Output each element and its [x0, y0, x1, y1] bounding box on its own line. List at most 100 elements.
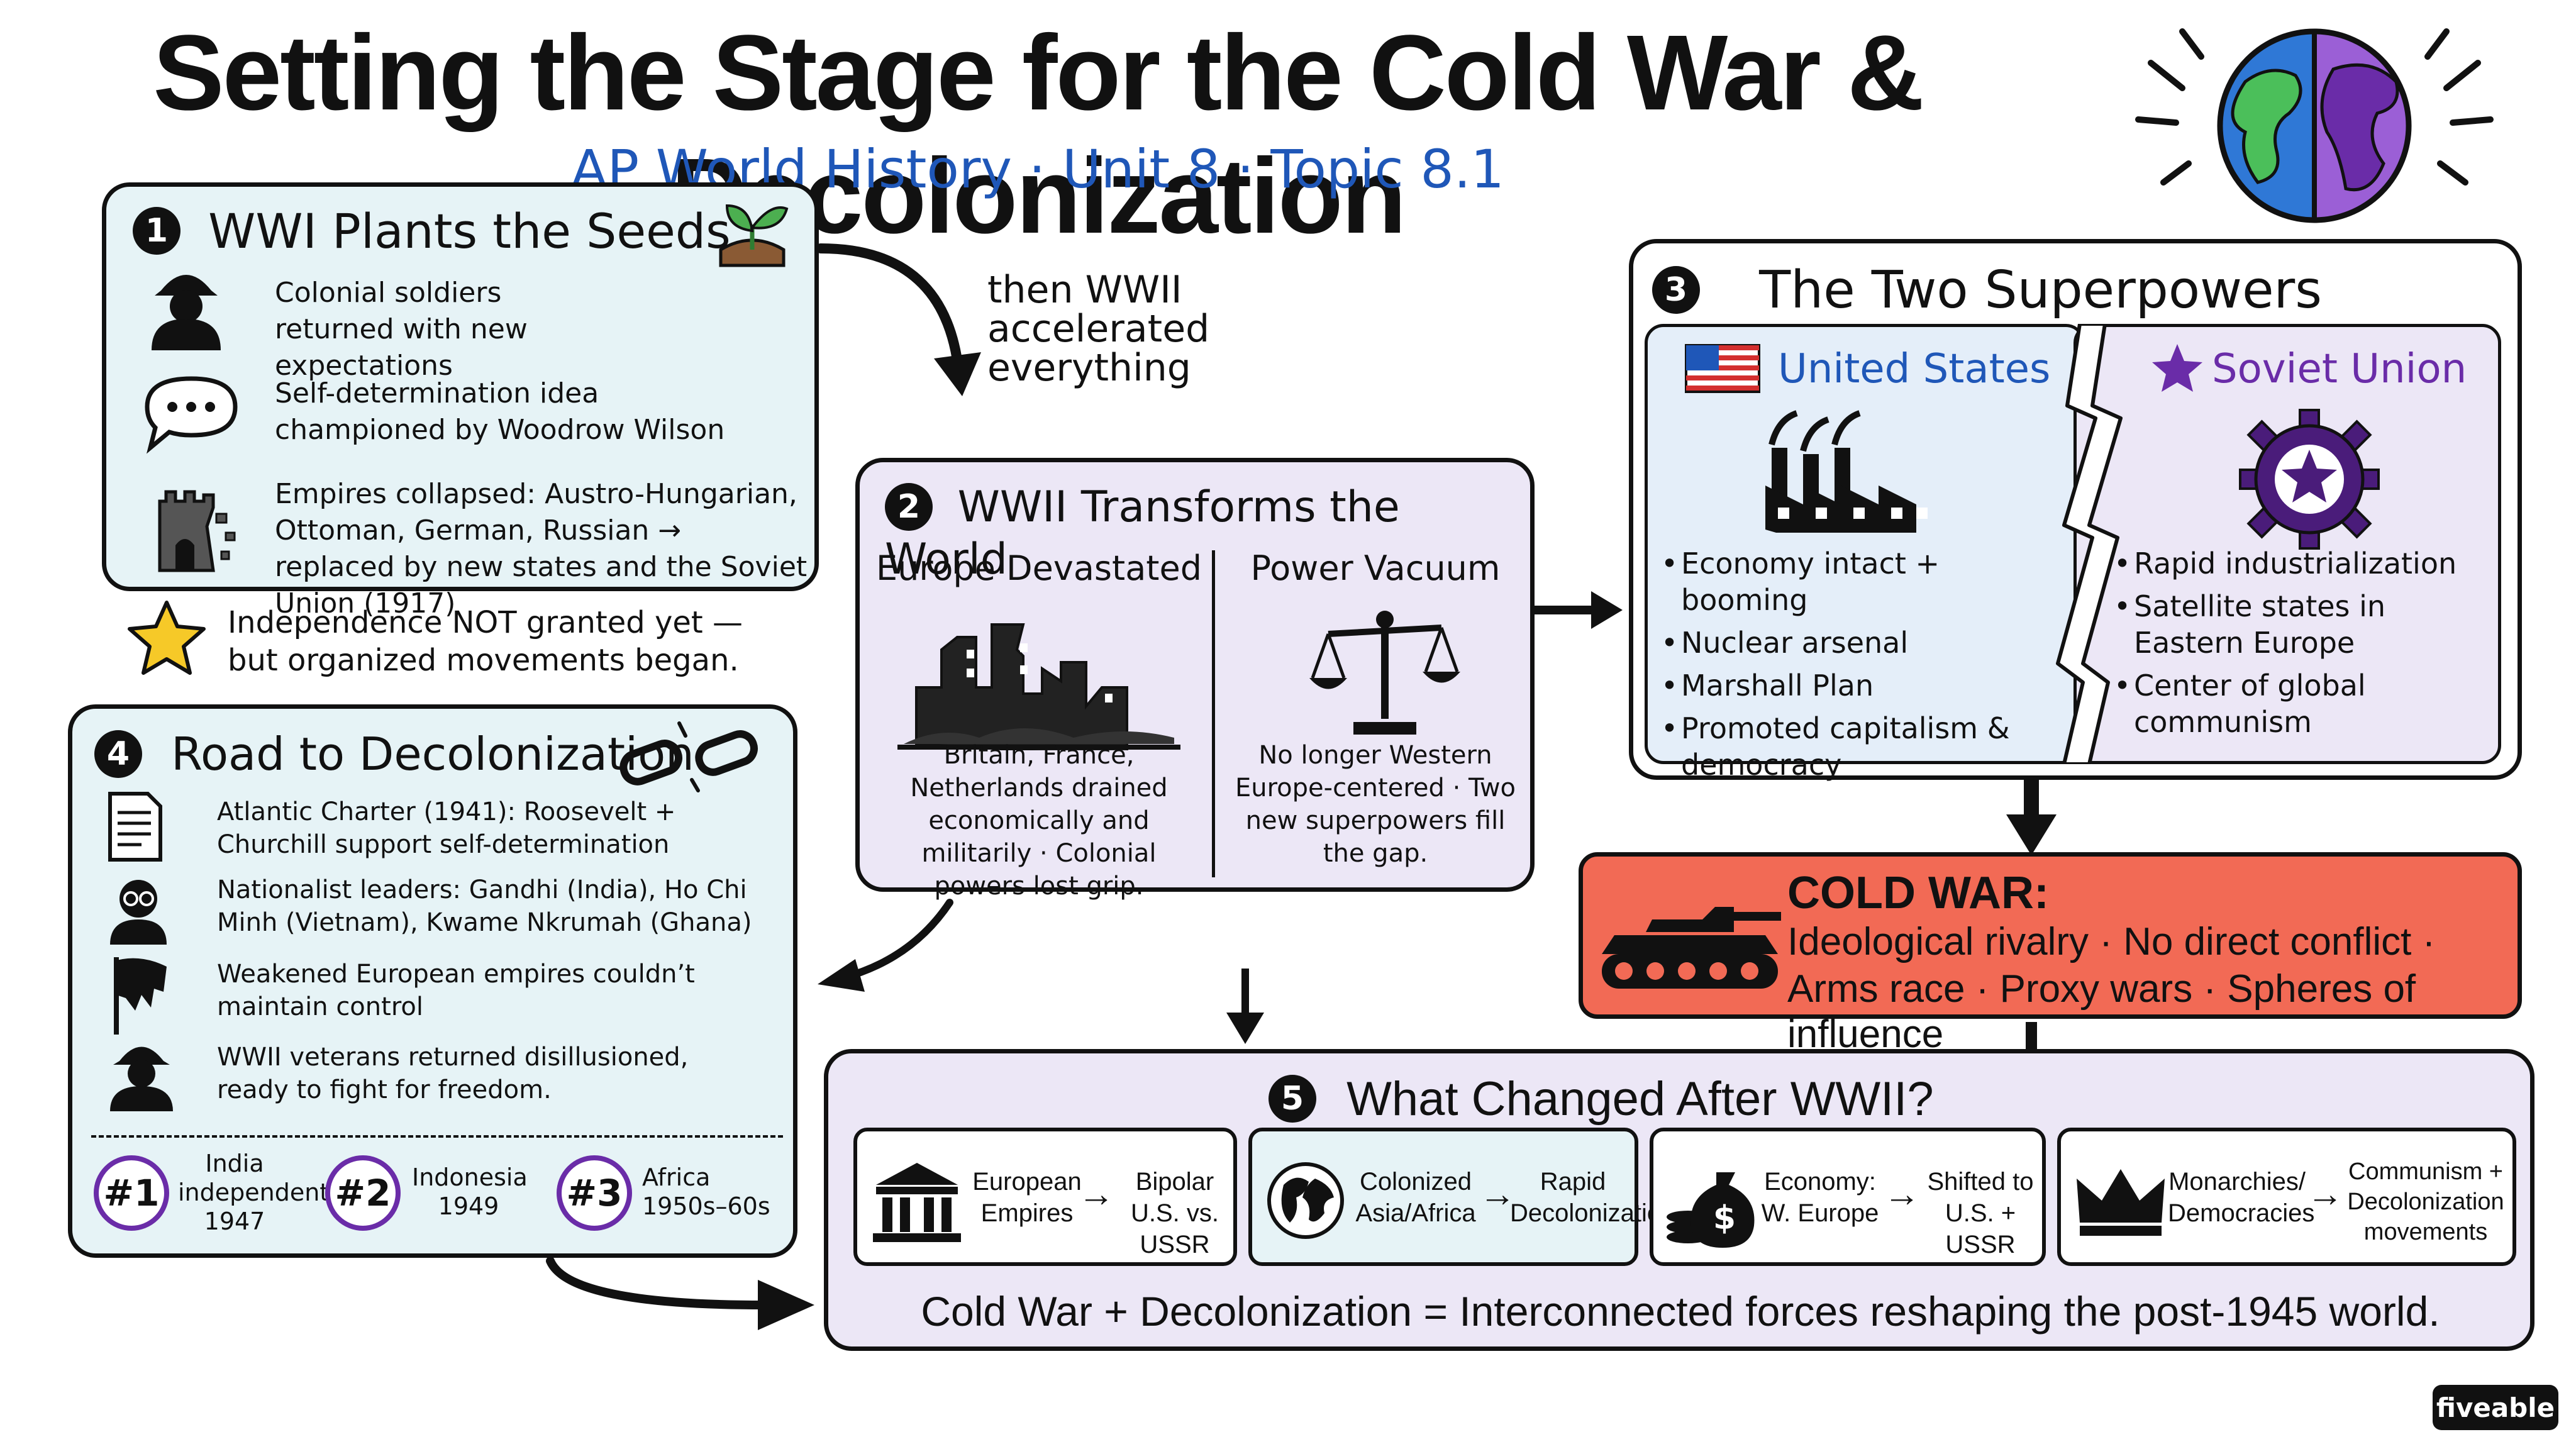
section-2-heading: 2 WWII Transforms the World: [885, 480, 1530, 584]
us-item: Economy intact + booming: [1658, 545, 2061, 618]
section-5-summary: Cold War + Decolonization = Interconnect…: [921, 1288, 2440, 1335]
section-2-right-title: Power Vacuum: [1250, 548, 1501, 588]
section-1-item-1: Colonial soldiers returned with new expe…: [275, 277, 528, 382]
section-1-number: 1: [133, 207, 180, 255]
arrow-decolonization-to-changes: [546, 1257, 814, 1330]
section-4-item-3: Weakened European empires couldn’t maint…: [217, 960, 695, 1021]
change-3-to: Shifted to U.S. + USSR: [1927, 1168, 2034, 1258]
leader-icon: [110, 880, 167, 945]
section-superpowers: 3 The Two Superpowers United States Econ…: [1629, 239, 2522, 782]
section-2-title: WWII Transforms the World: [885, 482, 1400, 584]
ussr-list: Rapid industrialization Satellite states…: [2111, 545, 2489, 747]
section-4-separator: [91, 1135, 783, 1138]
arrow-to-cold-war: [2006, 777, 2057, 855]
change-card-3: $ Economy: W. Europe → Shifted to U.S. +…: [1650, 1128, 2046, 1266]
change-card-4: Monarchies/ Democracies → Communism + De…: [2057, 1128, 2516, 1266]
lightning-divider: [2056, 324, 2123, 764]
globe-icon: [2135, 28, 2494, 223]
milestone-text-1: India independent 1947: [178, 1150, 330, 1235]
milestone-badge-3: #3: [557, 1155, 632, 1231]
section-5-heading: 5 What Changed After WWII?: [1269, 1067, 1934, 1126]
section-1-note: Independence NOT granted yet — but organ…: [228, 605, 743, 678]
money-bag-icon: $: [1667, 1172, 1755, 1248]
us-item: Nuclear arsenal: [1658, 625, 2061, 661]
cold-war-line-2: Arms race · Proxy wars · Spheres of infl…: [1787, 967, 2416, 1056]
section-4-item-2: Nationalist leaders: Gandhi (India), Ho …: [217, 875, 752, 937]
change-3-arrow: →: [1884, 1174, 1920, 1214]
section-1-item-3: Empires collapsed: Austro-Hungarian, Ott…: [275, 478, 808, 619]
veteran-icon: [110, 1046, 173, 1111]
tank-icon: [1602, 907, 1781, 989]
us-item: Marshall Plan: [1658, 667, 2061, 704]
scales-icon: [1309, 611, 1460, 735]
earth-icon: [1267, 1162, 1344, 1239]
cold-war-box: COLD WAR: Ideological rivalry · No direc…: [1579, 852, 2522, 1056]
star-icon: [128, 601, 206, 675]
milestone-text-3: Africa 1950s–60s: [642, 1163, 770, 1220]
change-3-from: Economy: W. Europe: [1761, 1168, 1879, 1227]
change-4-arrow: →: [2307, 1174, 2343, 1214]
section-2-left-title: Europe Devastated: [876, 548, 1202, 588]
section-wwi-seeds: 1 WWI Plants the Seeds Colonial soldiers…: [102, 182, 819, 619]
section-wwii-transforms: 2 WWII Transforms the World Europe Devas…: [855, 458, 1535, 901]
ussr-name: Soviet Union: [2212, 346, 2467, 392]
us-name: United States: [1778, 346, 2051, 392]
us-list: Economy intact + booming Nuclear arsenal…: [1658, 545, 2061, 789]
change-4-to: Communism + Decolonization movements: [2347, 1158, 2504, 1245]
section-5-number: 5: [1269, 1075, 1316, 1123]
speech-bubble-icon: [145, 376, 238, 454]
ussr-item: Rapid industrialization: [2111, 545, 2489, 582]
ussr-item: Satellite states in Eastern Europe: [2111, 588, 2489, 661]
section-3-heading: 3 The Two Superpowers: [1652, 258, 2322, 320]
museum-icon: [873, 1163, 961, 1242]
arrow-to-superpowers: [1535, 591, 1623, 629]
document-icon: [108, 792, 162, 862]
section-2-number: 2: [885, 483, 933, 531]
factory-icon: [1765, 410, 1928, 533]
change-2-arrow: →: [1479, 1174, 1516, 1214]
ruined-tower-icon: [158, 490, 236, 572]
cold-war-line-1: Ideological rivalry · No direct conflict…: [1787, 920, 2436, 963]
connector-text: then WWII accelerated everything: [987, 268, 1210, 390]
change-1-from: European Empires: [972, 1168, 1082, 1227]
us-item: Promoted capitalism & democracy: [1658, 710, 2061, 783]
page-title: Setting the Stage for the Cold War & Dec…: [153, 13, 1924, 256]
milestone-badge-2: #2: [325, 1155, 401, 1231]
section-road-to-decolonization: 4 Road to Decolonization Atlantic Charte…: [68, 704, 797, 1258]
soldier-icon: [152, 275, 221, 350]
gear-star-icon: [2239, 409, 2380, 550]
section-4-title: Road to Decolonization: [171, 728, 694, 780]
arrow-to-wwii: [816, 243, 981, 396]
section-3-number: 3: [1652, 266, 1700, 314]
svg-text:$: $: [1713, 1199, 1736, 1237]
arrow-to-changes: [1226, 969, 1264, 1044]
section-3-title: The Two Superpowers: [1759, 260, 2322, 320]
torn-flag-icon: [114, 957, 167, 1035]
section-4-heading: 4 Road to Decolonization: [94, 723, 694, 780]
arrow-to-decolonization: [818, 899, 953, 992]
change-4-from: Monarchies/ Democracies: [2168, 1168, 2315, 1227]
fiveable-logo: fiveable: [2433, 1385, 2558, 1430]
soviet-star-icon: [2152, 344, 2202, 392]
section-1-heading: 1 WWI Plants the Seeds: [133, 199, 731, 259]
section-1-title: WWI Plants the Seeds: [208, 203, 731, 259]
change-card-2: Colonized Asia/Africa → Rapid Decoloniza…: [1248, 1128, 1675, 1266]
section-what-changed: 5 What Changed After WWII? European Empi…: [824, 1049, 2534, 1351]
section-4-item-1: Atlantic Charter (1941): Roosevelt + Chu…: [217, 797, 676, 859]
change-2-from: Colonized Asia/Africa: [1355, 1168, 1476, 1227]
change-1-to: Bipolar U.S. vs. USSR: [1130, 1168, 1219, 1258]
section-2-left-text: Britain, France, Netherlands drained eco…: [910, 741, 1168, 901]
section-1-item-2: Self-determination idea championed by Wo…: [275, 377, 725, 446]
cold-war-label: COLD WAR:: [1787, 868, 2049, 918]
milestone-badge-1: #1: [94, 1155, 169, 1231]
change-1-arrow: →: [1078, 1174, 1114, 1214]
ussr-item: Center of global communism: [2111, 667, 2489, 740]
crown-icon: [2077, 1169, 2165, 1236]
section-5-title: What Changed After WWII?: [1346, 1072, 1934, 1126]
section-4-item-4: WWII veterans returned disillusioned, re…: [217, 1043, 689, 1104]
change-2-to: Rapid Decolonization: [1510, 1168, 1675, 1227]
broken-chain-icon: [619, 721, 758, 792]
milestone-text-2: Indonesia 1949: [412, 1163, 528, 1220]
section-2-right-text: No longer Western Europe-centered · Two …: [1235, 741, 1516, 868]
section-4-number: 4: [94, 730, 142, 778]
